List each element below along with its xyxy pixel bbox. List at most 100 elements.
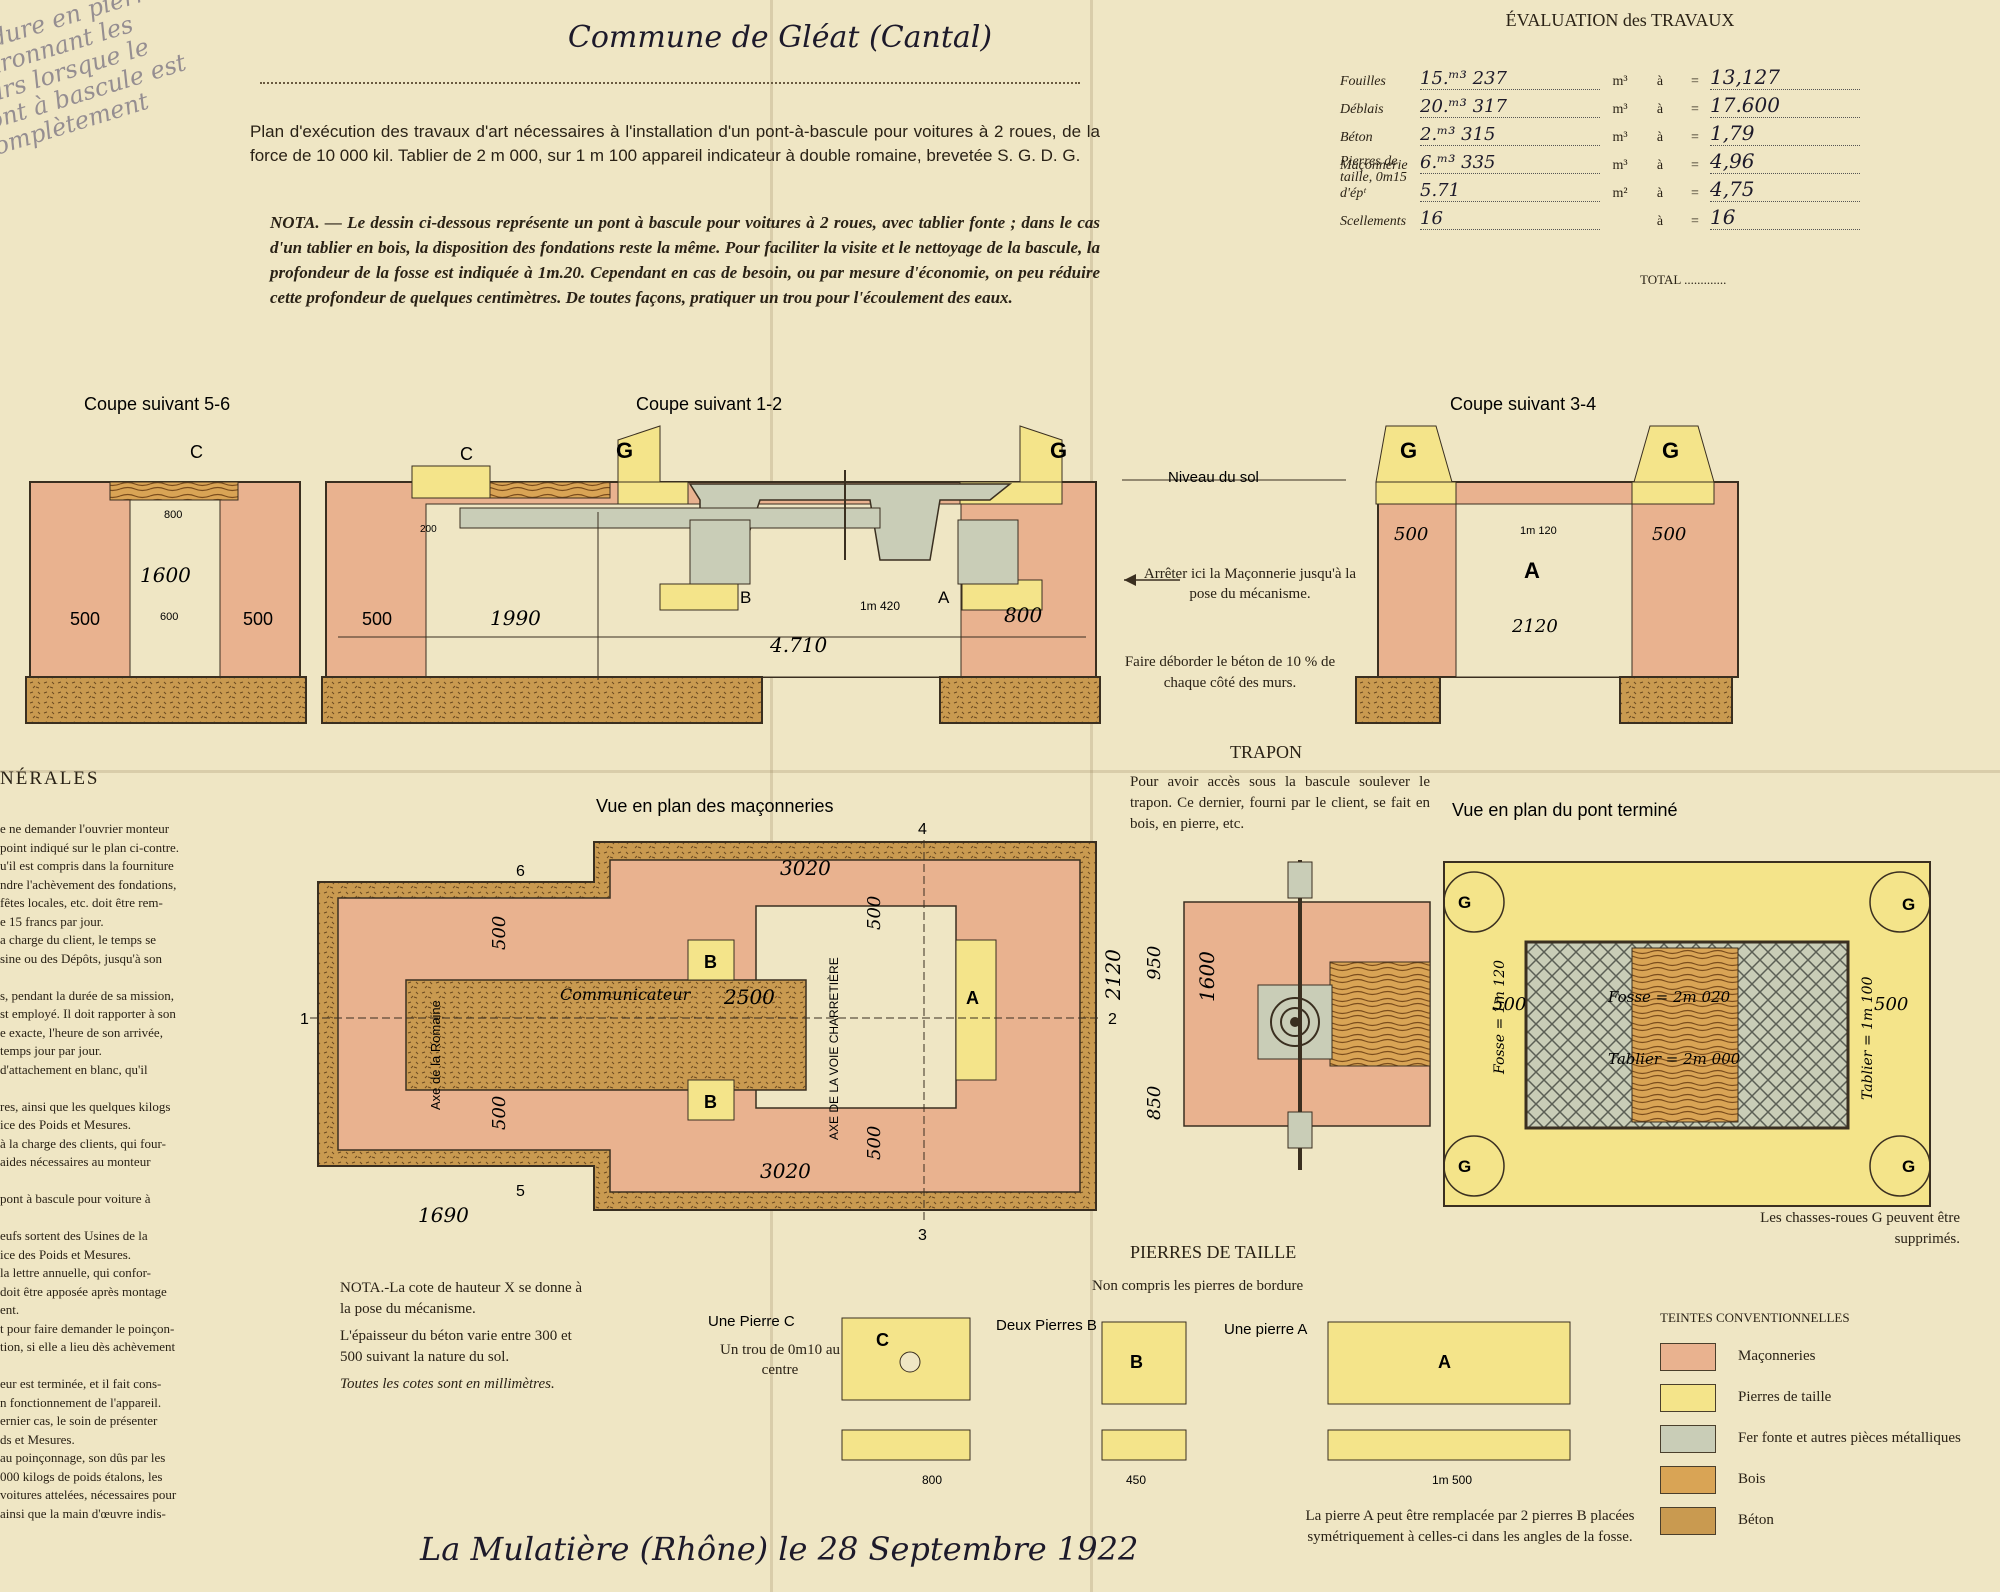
legend-swatch (1660, 1465, 1716, 1494)
evaluation-eq: = (1691, 102, 1699, 117)
masonry-plan: Vue en plan des maçonneries B B A Commun… (300, 796, 1125, 1244)
masonry-plan-title: Vue en plan des maçonneries (596, 796, 834, 816)
dim-500: 500 (1874, 994, 1908, 1015)
evaluation-result: 13,127 (1710, 65, 1860, 90)
dim-450: 450 (1126, 1473, 1146, 1487)
dim-500: 500 (489, 916, 510, 950)
faire-note: Faire déborder le béton de 10 % de chaqu… (1124, 654, 1336, 691)
nota2-p3: Toutes les cotes sont en millimètres. (340, 1376, 555, 1392)
evaluation-result: 16 (1710, 205, 1860, 230)
evaluation-title: ÉVALUATION des TRAVAUX (1505, 10, 1735, 30)
dim-500: 500 (864, 896, 885, 930)
fosse-width-label: Fosse = 1m 120 (1492, 960, 1508, 1075)
pierre-c-label: Une Pierre C (708, 1313, 795, 1330)
label-b: B (704, 952, 717, 972)
generales-line: sine ou des Dépôts, jusqu'à son (0, 950, 162, 966)
generales-line: a charge du client, le temps se (0, 932, 157, 947)
finished-bridge-plan: Vue en plan du pont terminé G G G G Foss… (1443, 800, 1931, 1207)
evaluation-label: Pierres de taille, 0m15 d'épᵗ (1340, 154, 1407, 201)
legend-swatch (1660, 1383, 1716, 1412)
legend-swatch (1660, 1506, 1716, 1535)
evaluation-qty: 20.ᵐ³ 317 (1420, 96, 1600, 118)
dim-500: 500 (1394, 524, 1428, 545)
evaluation-label: Scellements (1340, 214, 1407, 229)
legend-item: Béton (1660, 1500, 1990, 1541)
pierre-a-label: Une pierre A (1224, 1321, 1307, 1338)
dim-1990: 1990 (490, 606, 541, 630)
generales-line: eufs sortent des Usines de la (0, 1228, 148, 1243)
evaluation-eq: = (1691, 74, 1699, 89)
evaluation-unit: m³ (1612, 74, 1628, 89)
label-g: G (1458, 1157, 1471, 1176)
dim-1m500: 1m 500 (1432, 1473, 1472, 1487)
cut-mark-6: 6 (516, 863, 525, 880)
dim-3020: 3020 (780, 856, 831, 880)
generales-line: ent. (0, 1302, 20, 1317)
dim-500: 500 (489, 1096, 510, 1130)
dim-2120: 2120 (1511, 616, 1558, 637)
trapon-text: Pour avoir accès sous la bascule souleve… (1130, 774, 1430, 832)
dim-500: 500 (243, 609, 273, 629)
dim-850: 850 (1144, 1086, 1165, 1120)
dim-500: 500 (362, 609, 392, 629)
generales-line: tion, si elle a lieu dès achèvement (0, 1339, 176, 1354)
cut-mark-4: 4 (918, 821, 927, 838)
paper-fold (770, 0, 773, 1592)
dim-500: 500 (864, 1126, 885, 1160)
generales-title: NÉRALES (0, 768, 100, 789)
communicateur-label: Communicateur (560, 985, 692, 1004)
axe-romaine-label: Axe de la Romaine (428, 1000, 443, 1110)
section-title-3-4: Coupe suivant 3-4 (1450, 394, 1596, 414)
evaluation-eq: = (1691, 158, 1699, 173)
evaluation-qty: 16 (1420, 208, 1600, 230)
dim-1600: 1600 (140, 563, 191, 587)
generales-line: voitures attelées, nécessaires pour (0, 1487, 177, 1502)
pierres-subtitle: Non compris les pierres de bordure (1092, 1278, 1304, 1294)
dim-3020: 3020 (760, 1159, 811, 1183)
generales-line: ice des Poids et Mesures. (0, 1117, 132, 1132)
generales-line: point indiqué sur le plan ci-contre. (0, 839, 180, 855)
evaluation-a: à (1656, 158, 1664, 173)
evaluation-eq: = (1691, 186, 1699, 201)
dim-500: 500 (70, 609, 100, 629)
evaluation-a: à (1656, 74, 1664, 89)
evaluation-result: 1,79 (1710, 121, 1860, 146)
generales-line (0, 1209, 250, 1228)
nota2-p1: NOTA.-La cote de hauteur X se donne à la… (340, 1280, 583, 1317)
legend-swatch (1660, 1424, 1716, 1453)
generales-line: e 15 francs par jour. (0, 913, 104, 929)
cut-mark-3: 3 (918, 1227, 927, 1244)
evaluation-a: à (1656, 186, 1664, 201)
label-c: C (876, 1330, 889, 1350)
label-a: A (938, 588, 950, 607)
nota2: NOTA.-La cote de hauteur X se donne à la… (340, 1278, 590, 1395)
generales-line: d'attachement en blanc, qu'il (0, 1061, 148, 1077)
evaluation-a: à (1656, 102, 1664, 117)
legend-swatch (1660, 1342, 1716, 1371)
generales-line: st employé. Il doit rapporter à son (0, 1006, 176, 1021)
dim-1m120: 1m 120 (1520, 525, 1557, 537)
evaluation-label: Déblais (1340, 102, 1384, 117)
generales-line (0, 1357, 250, 1376)
generales-line: s, pendant la durée de sa mission, (0, 987, 175, 1003)
arreter-note: Arrêter ici la Maçonnerie jusqu'à la pos… (1143, 566, 1357, 602)
generales-line: pont à bascule pour voiture à (0, 1191, 151, 1206)
label-g: G (1902, 895, 1915, 914)
evaluation-label: Béton (1340, 130, 1373, 145)
pierre-b-label: Deux Pierres B (996, 1317, 1097, 1334)
intro-text: Plan d'exécution des travaux d'art néces… (250, 122, 1100, 165)
legend-item: Maçonneries (1660, 1336, 1990, 1377)
cut-mark-1: 1 (300, 1011, 309, 1028)
evaluation-total: TOTAL ............. (1640, 272, 1727, 287)
generales-line: 000 kilogs de poids étalons, les (0, 1468, 163, 1484)
dim-2500: 2500 (723, 985, 775, 1009)
section-3-4: Coupe suivant 3-4 G G A 500 500 2120 1m … (1355, 394, 1739, 724)
generales-line: ice des Poids et Mesures. (0, 1246, 132, 1262)
dim-1690: 1690 (418, 1203, 469, 1227)
stone-pieces: C 800 B 450 A 1m 500 Une Pierre C Deux P… (708, 1313, 1571, 1487)
generales-line: e exacte, l'heure de son arrivée, (0, 1024, 163, 1040)
generales-line: u'il est compris dans la fourniture (0, 858, 174, 873)
